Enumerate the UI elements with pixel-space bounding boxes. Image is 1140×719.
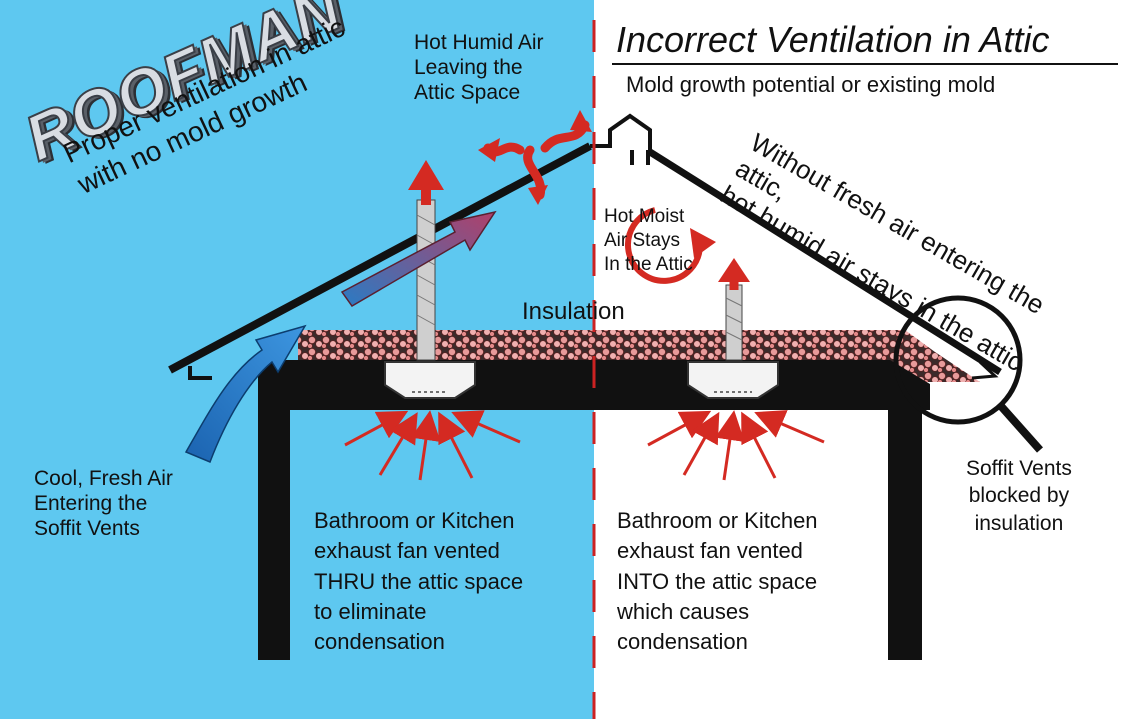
left-fan-note: Bathroom or Kitchen exhaust fan vented T…	[314, 508, 524, 655]
insulation-label: Insulation	[522, 298, 625, 325]
cool-air-arrow	[184, 324, 307, 463]
magnifier-circle	[893, 295, 1023, 425]
hot-moist-air-label: Hot Moist Air Stays In the Attic	[604, 206, 693, 275]
right-heat-arrows	[647, 410, 825, 481]
cool-fresh-air-label: Cool, Fresh Air Entering the Soffit Vent…	[34, 467, 173, 541]
right-panel-subtitle: Mold growth potential or existing mold	[626, 72, 996, 97]
roof-left	[168, 142, 592, 374]
magnifier-handle	[997, 402, 1043, 453]
roof-right-fascia	[971, 360, 999, 380]
roof-left-fascia	[188, 366, 212, 380]
right-fan-note: Bathroom or Kitchen exhaust fan vented I…	[617, 508, 818, 655]
insulation-layer	[298, 330, 980, 382]
left-heat-arrows	[344, 410, 521, 481]
right-wall	[888, 380, 922, 660]
ridge-vent	[590, 113, 652, 165]
hot-humid-air-label: Hot Humid Air Leaving the Attic Space	[414, 31, 544, 105]
left-wall	[258, 380, 290, 660]
right-panel-title: Incorrect Ventilation in Attic	[616, 19, 1050, 60]
left-exhaust-fan	[384, 361, 476, 399]
right-exhaust-fan	[687, 361, 779, 399]
soffit-blocked-label: Soffit Vents blocked by insulation	[966, 457, 1072, 535]
roof-right	[648, 149, 1002, 375]
rising-air-arrow	[340, 210, 497, 307]
right-vent-duct	[725, 284, 743, 361]
recirculation-arrow	[625, 207, 703, 284]
